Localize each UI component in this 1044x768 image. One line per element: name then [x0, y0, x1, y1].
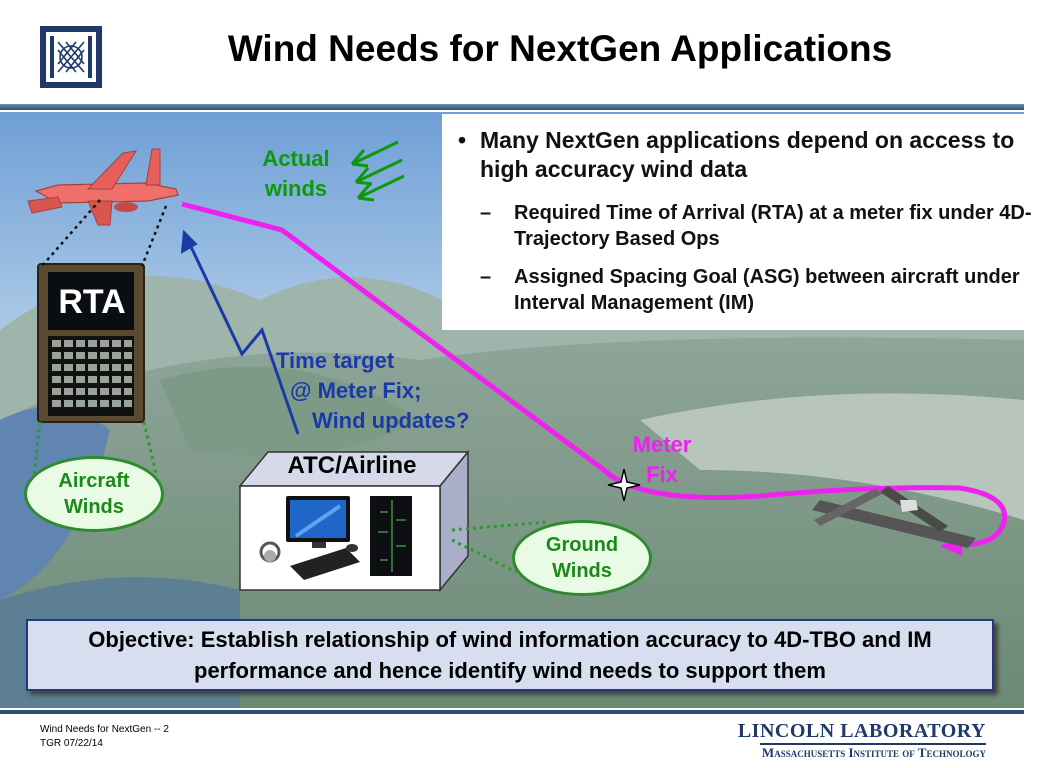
sub-bullet-asg: – Assigned Spacing Goal (ASG) between ai…	[480, 266, 1020, 314]
footer-slide-label: Wind Needs for NextGen -- 2	[40, 724, 169, 735]
rta-label: RTA	[58, 283, 126, 321]
meter-fix-label: Meter Fix	[632, 432, 692, 487]
aircraft-winds-oval: Aircraft Winds	[24, 456, 164, 532]
atc-airline-label: ATC/Airline	[287, 452, 417, 479]
footer-date: TGR 07/22/14	[40, 738, 103, 749]
lab-subtitle: Massachusetts Institute of Technology	[761, 745, 986, 760]
radar-display-icon	[370, 496, 412, 576]
objective-box: Objective: Establish relationship of win…	[26, 619, 994, 691]
plane-fms-connector	[41, 199, 168, 267]
airport-icon	[812, 486, 976, 548]
dash-icon: –	[480, 202, 492, 224]
bullet-dot-icon: •	[458, 127, 467, 153]
time-target-label: Time target @ Meter Fix; Wind updates?	[276, 348, 470, 433]
fms-winds-connector	[32, 421, 158, 475]
bullet-panel: • Many NextGen applications depend on ac…	[442, 114, 1032, 330]
wind-arrows-icon	[350, 140, 405, 202]
objective-text: Objective: Establish relationship of win…	[88, 627, 932, 683]
scene-illustration	[0, 112, 1024, 708]
lab-name: LINCOLN LABORATORY	[737, 720, 986, 742]
footer-divider	[0, 710, 1024, 714]
ground-winds-oval: Ground Winds	[512, 520, 652, 596]
airplane-icon	[27, 148, 179, 226]
header-divider	[0, 104, 1024, 110]
bullet-main: • Many NextGen applications depend on ac…	[458, 127, 1015, 182]
datalink-arrow-icon	[180, 229, 300, 435]
sub-bullet-rta: – Required Time of Arrival (RTA) at a me…	[480, 202, 1032, 250]
atc-winds-connector	[451, 520, 549, 574]
page-title: Wind Needs for NextGen Applications	[227, 28, 893, 69]
dash-icon: –	[480, 266, 492, 288]
workstation-icon	[259, 496, 360, 580]
lincoln-lab-logo-icon	[40, 26, 102, 88]
lab-divider	[760, 743, 986, 745]
actual-winds-label: Actual winds	[262, 146, 330, 201]
fms-rta-icon	[37, 263, 145, 423]
meter-fix-star-icon	[607, 468, 641, 502]
